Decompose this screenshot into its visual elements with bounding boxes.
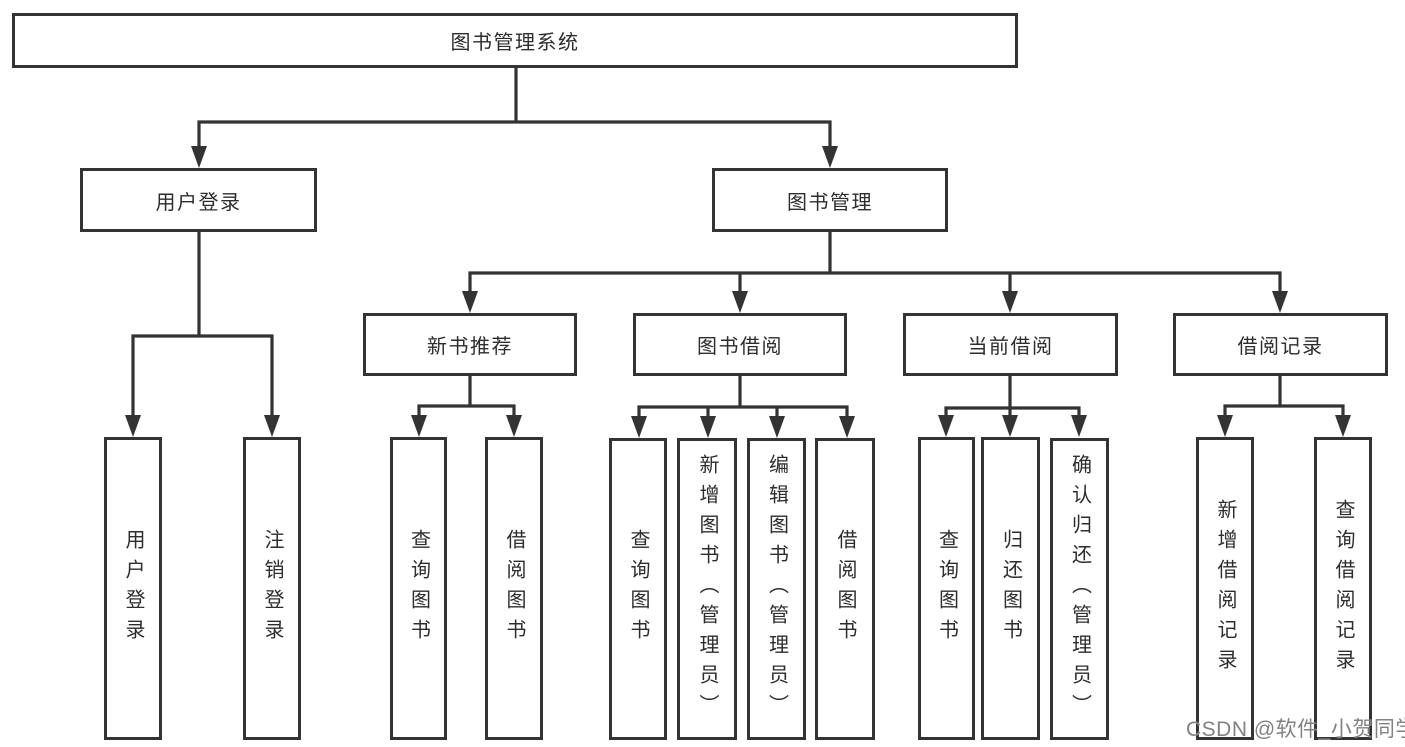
arrowhead-icon — [191, 146, 207, 168]
tree-edges-path — [131, 66, 1345, 426]
leaf-query-borrow-record: 查询借阅记录 — [1314, 437, 1372, 740]
leaf-confirm-return-admin-label: 确认归还（管理员） — [1068, 454, 1091, 724]
leaf-logout: 注销登录 — [243, 437, 301, 740]
arrowhead-icon — [1217, 415, 1233, 437]
leaf-query-borrow-record-label: 查询借阅记录 — [1332, 498, 1354, 679]
arrowhead-icon — [1002, 291, 1018, 313]
arrowhead-icon — [631, 416, 647, 438]
leaf-query-books-current: 查询图书 — [918, 437, 975, 740]
leaf-borrow-books-borrowing: 借阅图书 — [815, 438, 875, 740]
node-user-login: 用户登录 — [80, 168, 317, 232]
node-library-system-label: 图书管理系统 — [450, 32, 580, 54]
leaf-user-login: 用户登录 — [104, 437, 162, 740]
node-new-book-recommend-label: 新书推荐 — [427, 336, 513, 358]
arrowhead-icon — [411, 415, 427, 437]
leaf-query-books-borrowing: 查询图书 — [609, 438, 667, 740]
leaf-edit-books-admin: 编辑图书（管理员） — [747, 438, 806, 740]
arrowhead-icon — [769, 416, 785, 438]
node-current-borrowing: 当前借阅 — [903, 313, 1118, 376]
node-borrowing-records-label: 借阅记录 — [1237, 336, 1324, 358]
leaf-query-books-borrowing-label: 查询图书 — [627, 529, 649, 649]
leaf-return-books-label: 归还图书 — [999, 528, 1022, 649]
node-borrowing-records: 借阅记录 — [1173, 313, 1388, 376]
arrowhead-icon — [1272, 291, 1288, 313]
node-book-borrowing: 图书借阅 — [633, 313, 847, 376]
leaf-add-books-admin-label: 新增图书（管理员） — [696, 454, 718, 724]
leaf-user-login-label: 用户登录 — [122, 528, 144, 649]
leaf-add-borrow-record-label: 新增借阅记录 — [1214, 498, 1236, 679]
arrowhead-icon — [1335, 415, 1351, 437]
leaf-confirm-return-admin: 确认归还（管理员） — [1050, 438, 1109, 740]
leaf-logout-label: 注销登录 — [261, 528, 283, 649]
leaf-query-books-current-label: 查询图书 — [935, 528, 958, 649]
leaf-query-books-recommend: 查询图书 — [390, 437, 447, 740]
arrowhead-icon — [700, 416, 716, 438]
node-book-borrowing-label: 图书借阅 — [697, 336, 783, 358]
node-user-login-label: 用户登录 — [155, 191, 242, 214]
arrowhead-icon — [506, 415, 522, 437]
arrowhead-icon — [462, 291, 478, 313]
leaf-edit-books-admin-label: 编辑图书（管理员） — [765, 454, 788, 724]
arrowhead-icon — [1002, 415, 1018, 437]
leaf-borrow-books-recommend: 借阅图书 — [485, 437, 543, 740]
node-book-management-label: 图书管理 — [787, 191, 873, 214]
node-current-borrowing-label: 当前借阅 — [967, 336, 1054, 358]
csdn-watermark: CSDN @软件_小贺同学 — [1186, 718, 1405, 741]
arrowhead-icon — [125, 415, 141, 437]
arrowhead-icon — [1071, 415, 1087, 437]
arrowhead-icon — [264, 415, 280, 437]
arrowhead-icon — [822, 146, 838, 168]
leaf-add-borrow-record: 新增借阅记录 — [1196, 437, 1254, 740]
arrowhead-icon — [938, 415, 954, 437]
node-library-system: 图书管理系统 — [12, 13, 1018, 68]
leaf-add-books-admin: 新增图书（管理员） — [677, 438, 737, 740]
node-new-book-recommend: 新书推荐 — [363, 313, 577, 376]
arrowhead-icon — [839, 416, 855, 438]
node-book-management: 图书管理 — [712, 168, 948, 232]
leaf-return-books: 归还图书 — [981, 437, 1040, 740]
leaf-borrow-books-recommend-label: 借阅图书 — [503, 528, 525, 649]
arrowhead-icon — [732, 291, 748, 313]
leaf-query-books-recommend-label: 查询图书 — [407, 528, 430, 649]
leaf-borrow-books-borrowing-label: 借阅图书 — [834, 529, 856, 649]
